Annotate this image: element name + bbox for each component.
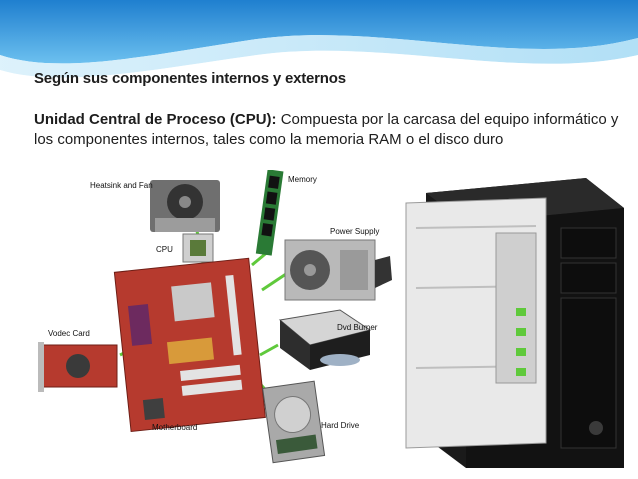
cpu-description: Compuesta por la carcasa del equipo info… [34, 111, 619, 148]
wave-banner [0, 0, 638, 90]
label-video-card: Vodec Card [48, 329, 90, 338]
label-heatsink: Heatsink and Fan [90, 181, 153, 190]
hard-drive [262, 380, 326, 464]
label-dvd-burner: Dvd Burner [337, 323, 378, 332]
power-supply [284, 239, 392, 301]
label-power-supply: Power Supply [330, 227, 379, 236]
label-motherboard: Motherboard [152, 423, 197, 432]
slide-title: Según sus componentes internos y externo… [34, 70, 346, 87]
memory-module [255, 170, 284, 256]
video-card [38, 342, 118, 392]
computer-case [405, 178, 624, 468]
heatsink-fan [150, 180, 220, 232]
slide-description: Unidad Central de Proceso (CPU): Compues… [34, 110, 624, 150]
cpu-heading: Unidad Central de Proceso (CPU): [34, 111, 277, 128]
label-cpu: CPU [156, 245, 173, 254]
label-hard-drive: Hard Drive [321, 421, 360, 430]
dvd-burner [278, 309, 372, 370]
motherboard [113, 257, 266, 433]
label-memory: Memory [288, 175, 317, 184]
cpu-chip [182, 233, 214, 263]
components-diagram: Heatsink and Fan Memory CPU Power Supply [38, 170, 392, 464]
